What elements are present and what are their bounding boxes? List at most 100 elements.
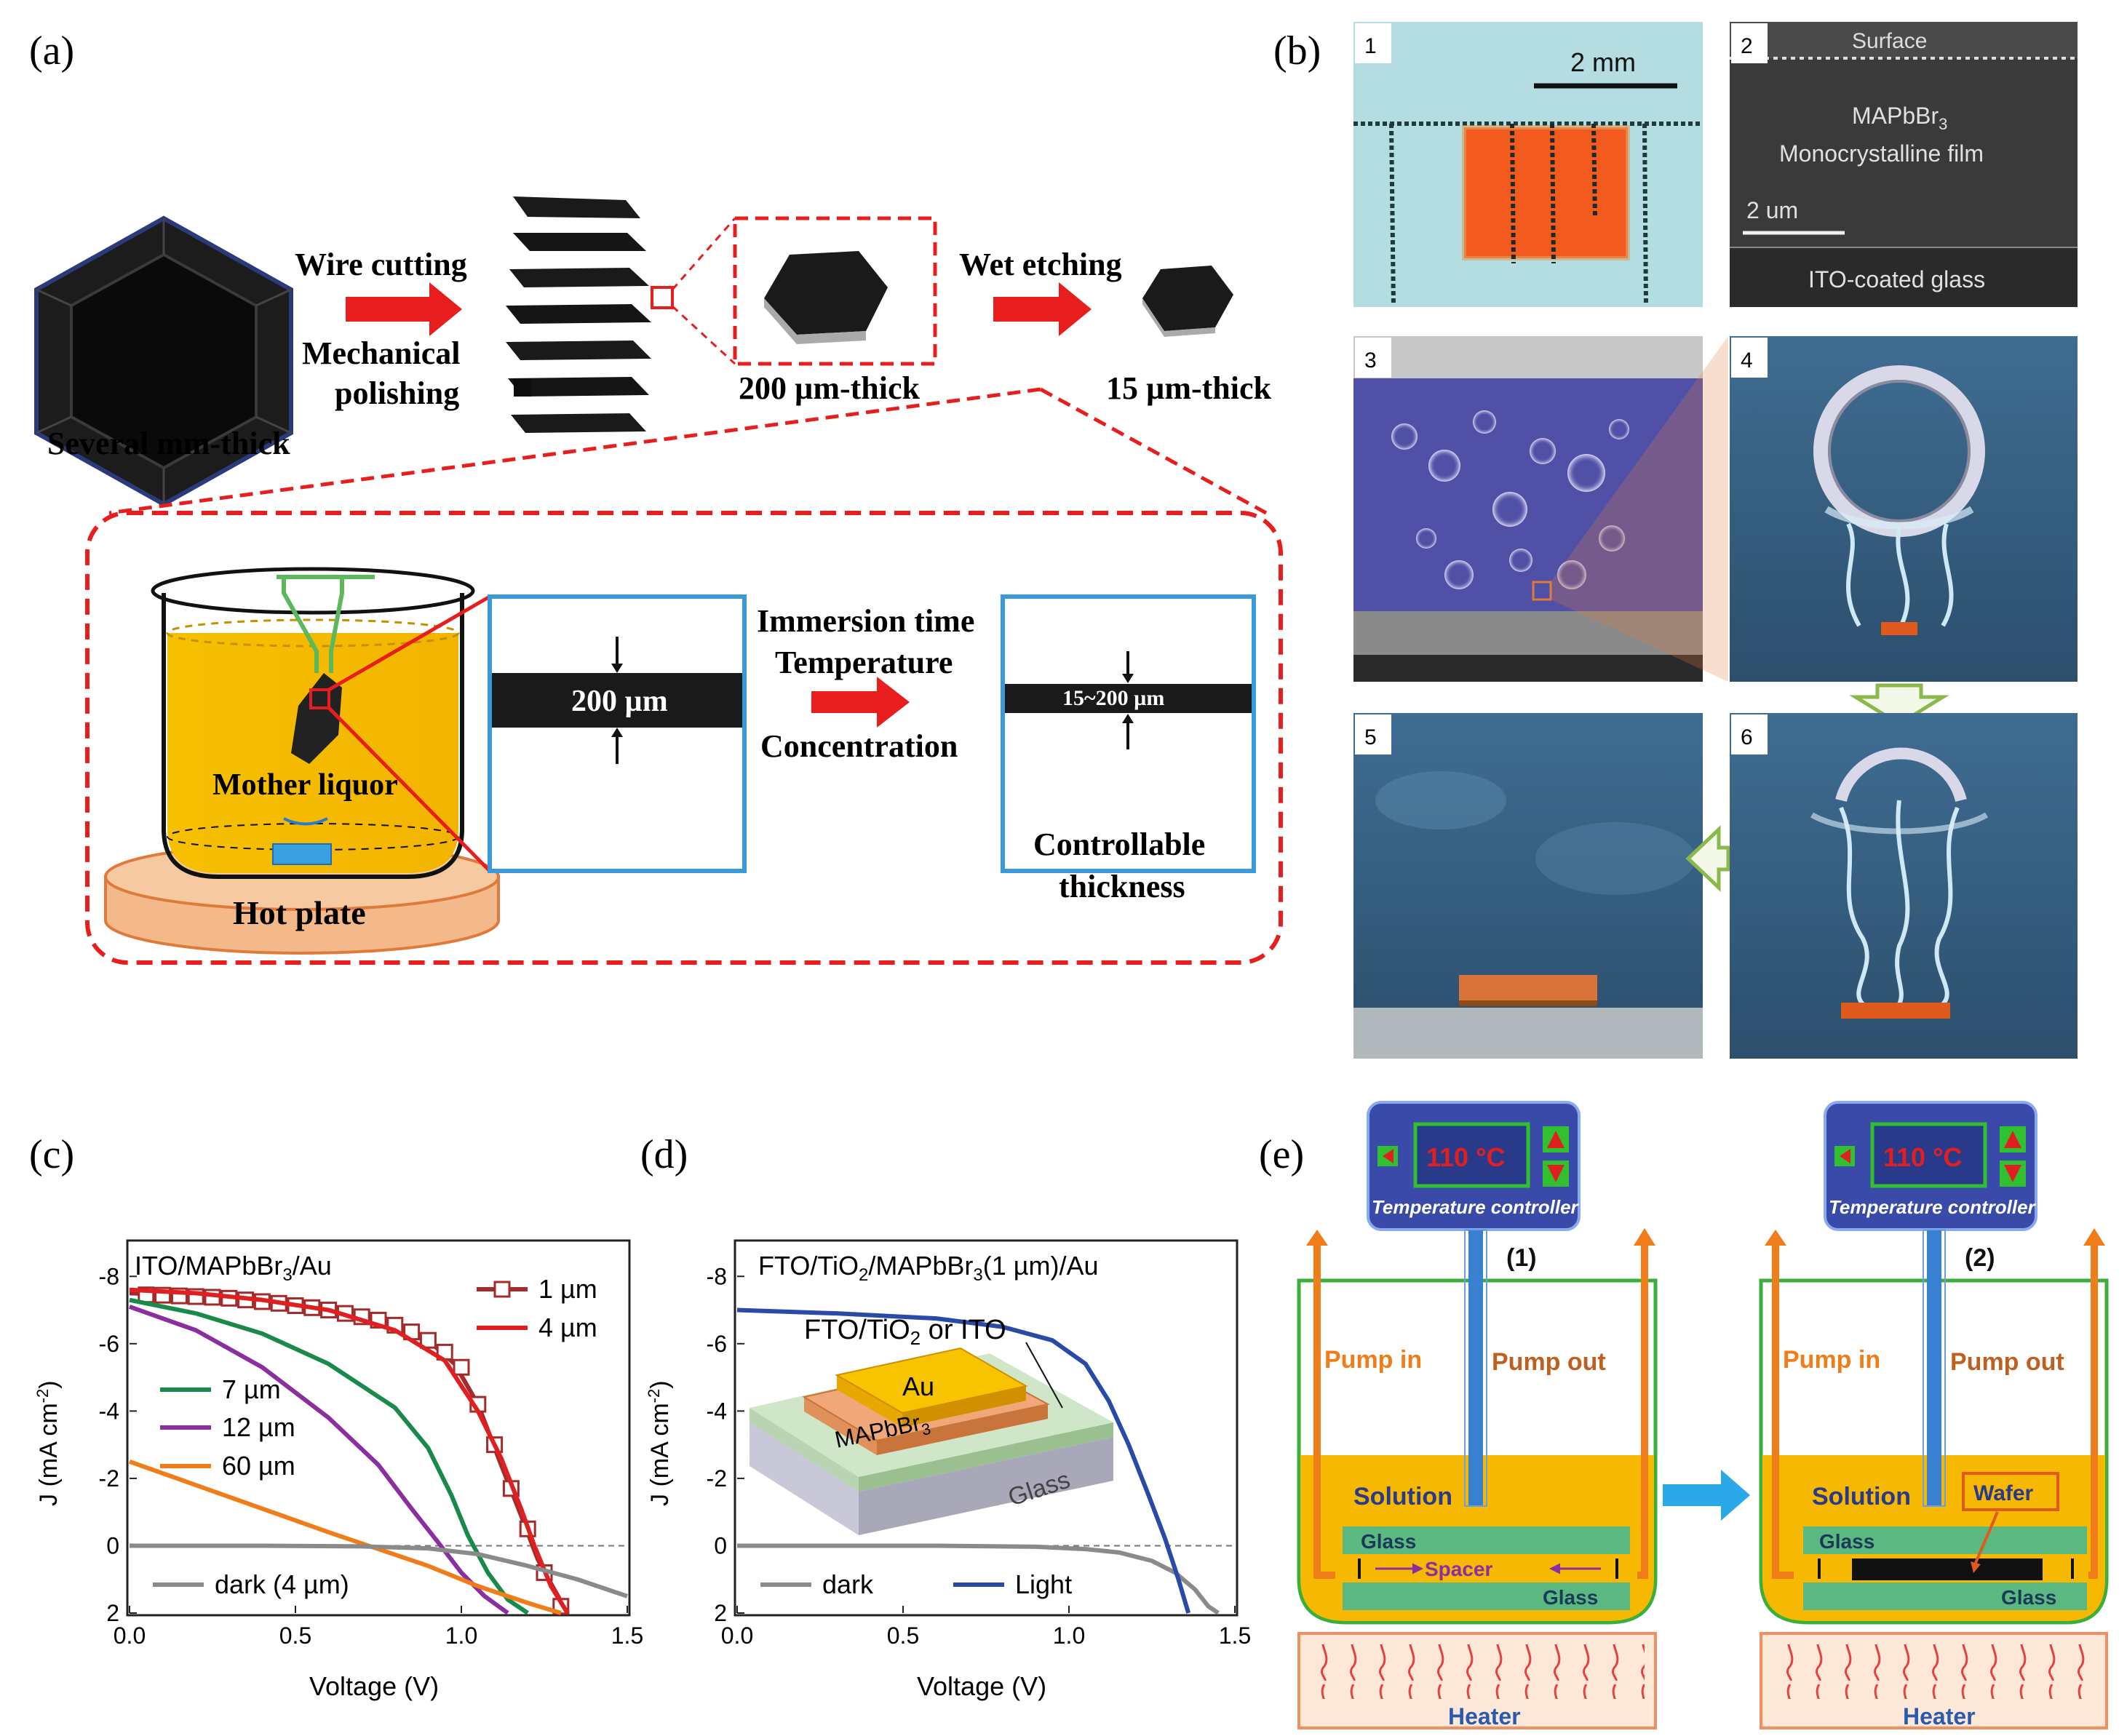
temp-value-2: 110 °C: [1883, 1142, 1962, 1172]
chart-c-ytick-label: -2: [99, 1465, 119, 1492]
chart-c-legend-marker: [493, 1281, 511, 1298]
panel-c-letter: (c): [29, 1132, 74, 1177]
chart-c-marker: [419, 1331, 437, 1349]
glass-bottom-2: Glass: [2001, 1586, 2056, 1609]
pump-in-2: Pump in: [1783, 1346, 1880, 1374]
transition-arrow: [1663, 1470, 1750, 1521]
wire-cutting-arrow: [346, 282, 462, 336]
beaker-icon: [151, 567, 475, 879]
chart-d-legend: dark Light: [760, 1569, 1072, 1599]
chart-d-title: FTO/TiO2/MAPbBr3(1 µm)/Au: [758, 1251, 1099, 1285]
chart-d-ytick-label: -4: [707, 1398, 727, 1424]
chart-c-ytick-label: 0: [106, 1532, 119, 1558]
chart-c-ytick-label: -6: [99, 1331, 119, 1357]
chart-d-ytick-label: -8: [707, 1263, 727, 1289]
film-range-label: 15~200 µm: [1062, 686, 1164, 710]
panel-a-letter: (a): [29, 28, 74, 73]
mother-liquor-label: Mother liquor: [212, 768, 398, 802]
panel-b: (b) 2 mm 1 Surface MAPbBr3: [1273, 22, 2078, 1059]
chart-c-legend-label: 4 µm: [538, 1313, 597, 1342]
hot-plate-label: Hot plate: [233, 894, 366, 931]
chart-d-ytick-label: 2: [714, 1600, 727, 1626]
photo-5: 5: [1353, 713, 1703, 1059]
chart-c-legend-label: dark (4 µm): [215, 1569, 349, 1599]
chart-d-ytick-label: -6: [707, 1331, 727, 1357]
panel-d-letter: (d): [640, 1132, 688, 1177]
photo-6: 6: [1730, 713, 2078, 1059]
chart-c-legend-label: 1 µm: [538, 1274, 597, 1304]
chart-d-xlabel: Voltage (V): [917, 1671, 1046, 1701]
inset-au-label: Au: [902, 1371, 934, 1401]
chart-c-ytick-label: 2: [106, 1600, 119, 1626]
process-arrow: [811, 677, 910, 728]
device-stack-icon: [750, 1342, 1113, 1535]
monocrystalline-label: Monocrystalline film: [1779, 140, 1984, 167]
temp-value-1: 110 °C: [1426, 1142, 1505, 1172]
slice-highlight: [651, 286, 674, 309]
chart-d-ylabel: J (mA cm-2): [645, 1380, 674, 1506]
scale-2um-label: 2 um: [1746, 197, 1798, 223]
reactor-1: 110 °C Temperature controller Pump in Pu…: [1297, 1101, 1658, 1729]
wet-etching-detail-box: [85, 511, 1283, 965]
photo-6-number: 6: [1741, 725, 1753, 749]
chart-d-frame: [733, 1239, 1239, 1617]
wafer-stack-icon: [506, 196, 651, 433]
scale-2mm-label: 2 mm: [1570, 47, 1636, 77]
process-left-arrow: [1685, 825, 1730, 892]
chart-c-series-dark-4-m-: [130, 1543, 628, 1598]
inset-top-label: FTO/TiO2 or ITO: [804, 1315, 1006, 1349]
wafer-label: Wafer: [1973, 1481, 2034, 1505]
chart-c-ylabel: J (mA cm-2): [33, 1380, 63, 1506]
several-mm-label: Several mm-thick: [47, 426, 290, 461]
chart-d-ytick-label: -2: [707, 1465, 727, 1492]
surface-label: Surface: [1852, 29, 1927, 53]
chart-d-series-light: [736, 1307, 1191, 1614]
glass-bottom-1: Glass: [1543, 1586, 1598, 1609]
film-label-main: MAPbBr: [1852, 103, 1939, 129]
zoom-box-200um: [733, 216, 937, 366]
film-200-label: 200 µm: [571, 685, 668, 718]
controllable-label: Controllable: [1033, 827, 1205, 862]
solution-2: Solution: [1812, 1483, 1911, 1510]
heater-1: Heater: [1448, 1703, 1521, 1729]
pump-in-1: Pump in: [1324, 1346, 1422, 1374]
heater-2: Heater: [1903, 1703, 1976, 1729]
photo-4-number: 4: [1741, 349, 1753, 373]
chart-c-legend-label: 12 µm: [222, 1412, 295, 1442]
temperature-label: Temperature: [775, 645, 953, 680]
chart-d-legend-label: dark: [822, 1569, 874, 1599]
photo-2: Surface MAPbBr3 Monocrystalline film 2 u…: [1730, 22, 2078, 307]
glass-top-2: Glass: [1819, 1530, 1874, 1553]
chart-c-legend-label: 7 µm: [222, 1374, 281, 1404]
chart-c-xtick-label: 0.0: [114, 1622, 146, 1649]
chart-d-legend-label: Light: [1015, 1569, 1072, 1599]
step-2-label: (2): [1965, 1244, 1995, 1272]
polishing-label: polishing: [335, 375, 459, 411]
panel-b-letter: (b): [1273, 28, 1321, 73]
chart-d-xtick-label: 0.0: [721, 1622, 753, 1649]
step-1-label: (1): [1506, 1244, 1537, 1272]
thick-slice-icon: [764, 251, 888, 344]
spacer-label: Spacer: [1425, 1558, 1492, 1580]
photo-1: 2 mm 1: [1353, 22, 1703, 307]
chart-c-legend-label: 60 µm: [222, 1451, 295, 1481]
chart-c-series-60-m: [128, 1459, 562, 1615]
temp-controller-2: Temperature controller: [1829, 1196, 2037, 1218]
chart-c-legend: 1 µm 4 µm 7 µm 12 µm 60 µm dark (4 µm): [153, 1274, 597, 1599]
chart-c-ytick-label: -8: [99, 1263, 119, 1289]
chart-d-xtick-label: 0.5: [887, 1622, 919, 1649]
chart-c-xtick-label: 0.5: [279, 1622, 311, 1649]
big-crystal-icon: [34, 215, 293, 507]
temp-controller-1: Temperature controller: [1372, 1196, 1580, 1218]
photo-3-number: 3: [1364, 349, 1377, 373]
pump-out-1: Pump out: [1492, 1348, 1606, 1376]
svg-text:MAPbBr3: MAPbBr3: [1852, 103, 1947, 133]
glass-top-1: Glass: [1361, 1530, 1416, 1553]
thick-200-label: 200 µm-thick: [739, 370, 921, 406]
chart-c-series-7-m: [129, 1297, 529, 1615]
chart-c-series-1-m: [129, 1291, 570, 1614]
thin-slice-icon: [1142, 266, 1233, 337]
